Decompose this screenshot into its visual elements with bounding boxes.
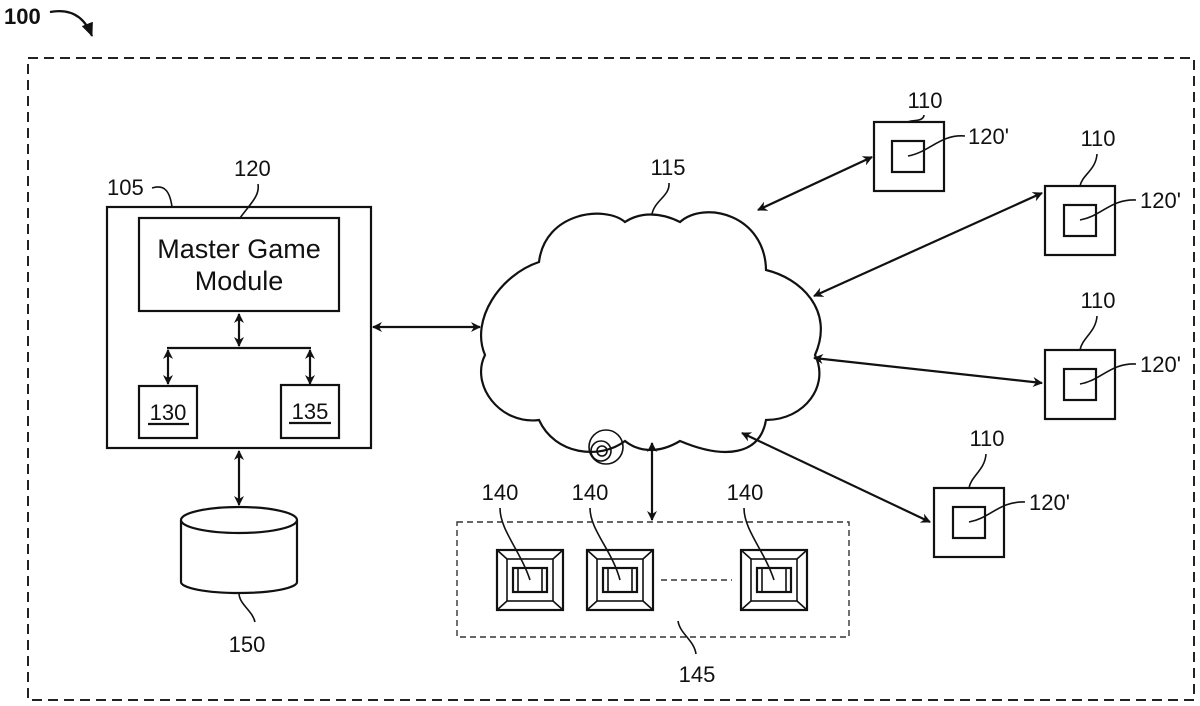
client-1-module-ref: 120' [968, 124, 1009, 149]
client-4-ref-label: 110 [969, 426, 1004, 451]
figure-ref-arrow [50, 11, 92, 36]
component-135-label: 135 [292, 399, 329, 424]
client-3-leader-line [1080, 316, 1097, 350]
client-3-arrow [814, 358, 1042, 383]
network-leader-line [652, 183, 669, 214]
terminal-group-ref-label: 145 [679, 662, 716, 687]
figure-ref-label: 100 [4, 4, 41, 29]
client-device-4 [934, 488, 1004, 557]
terminal-2-ref-label: 140 [572, 480, 609, 505]
network-cloud-icon [481, 212, 821, 452]
component-130-label: 130 [150, 400, 187, 425]
terminal-3-ref-label: 140 [727, 480, 764, 505]
client-4-module-ref: 120' [1029, 490, 1070, 515]
terminal-1-ref-label: 140 [482, 480, 519, 505]
database-icon [181, 507, 297, 593]
client-device-2 [1045, 186, 1115, 255]
client-2-module-ref: 120' [1140, 188, 1181, 213]
client-1-ref-label: 110 [907, 88, 942, 113]
client-4-leader-line [969, 454, 986, 488]
module-label-line2: Module [195, 266, 284, 296]
client-3-ref-label: 110 [1080, 288, 1115, 313]
client-1-arrow [758, 157, 872, 210]
database-leader-line [239, 594, 255, 622]
client-device-3 [1045, 350, 1115, 419]
client-2-ref-label: 110 [1080, 126, 1115, 151]
client-2-arrow [814, 193, 1042, 296]
system-leader-line [152, 187, 172, 207]
master-game-module-box [139, 218, 339, 311]
module-label-line1: Master Game [157, 234, 321, 264]
system-ref-label: 105 [107, 175, 144, 200]
module-ref-label: 120 [234, 156, 271, 181]
database-ref-label: 150 [229, 632, 266, 657]
client-4-arrow [742, 433, 930, 522]
client-3-module-ref: 120' [1140, 352, 1181, 377]
client-2-leader-line [1080, 154, 1097, 186]
network-ref-label: 115 [650, 155, 685, 180]
